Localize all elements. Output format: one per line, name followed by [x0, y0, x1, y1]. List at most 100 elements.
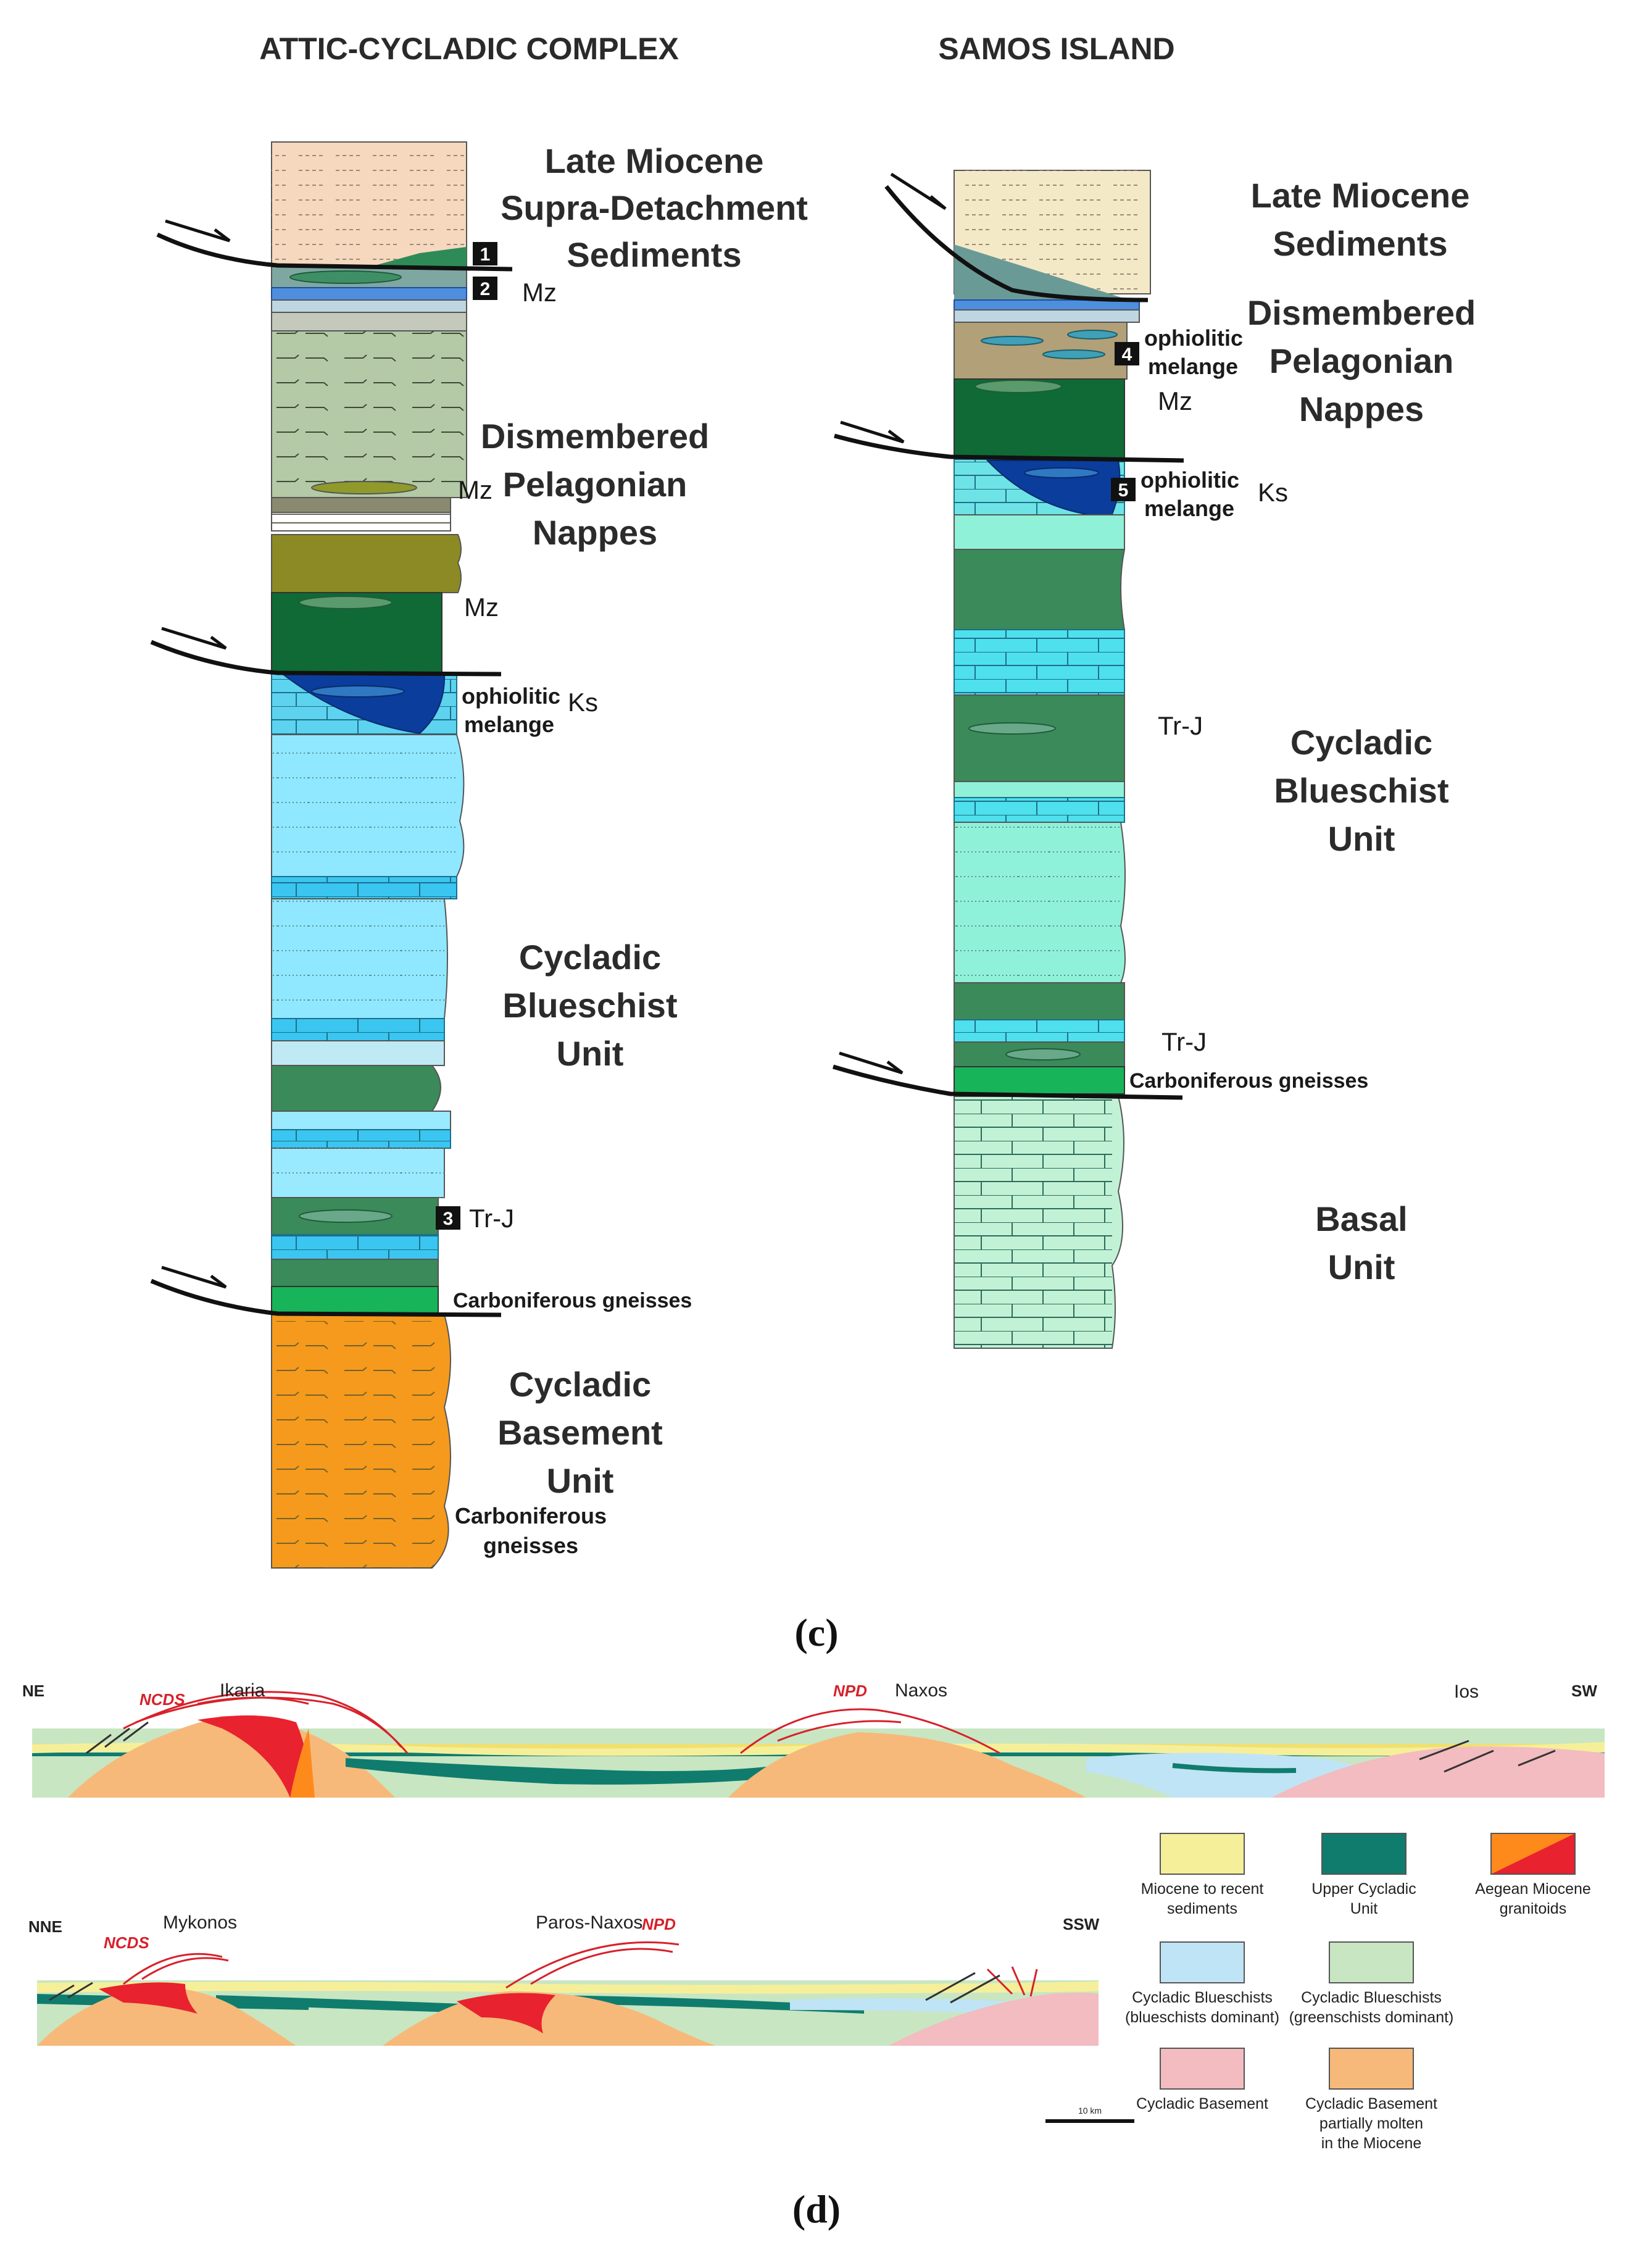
label-carboniferous-gneisses-left: Carboniferous gneisses — [453, 1289, 692, 1312]
layer-carboniferous-gneisses-right — [954, 1066, 1125, 1094]
svg-text:Unit: Unit — [1350, 1900, 1378, 1917]
label-mz-low: Mz — [464, 593, 499, 622]
section2-right-direction: SSW — [1063, 1915, 1100, 1933]
svg-text:Cycladic Blueschists: Cycladic Blueschists — [1132, 1989, 1273, 2006]
layer-carboniferous-gneisses-green — [271, 1286, 439, 1315]
unit-title-pelagonian-right: Dismembered Pelagonian Nappes — [1247, 293, 1476, 428]
right-fault-arrows — [839, 172, 947, 1075]
legend-item-upper-cycladic: Upper Cycladic Unit — [1311, 1833, 1416, 1917]
fault-ncds-2: NCDS — [104, 1933, 149, 1952]
svg-text:Pelagonian: Pelagonian — [503, 465, 688, 504]
svg-text:3: 3 — [443, 1209, 454, 1229]
svg-text:Late Miocene: Late Miocene — [1251, 176, 1470, 215]
section1-red-faults — [123, 1691, 1000, 1754]
svg-text:Basement: Basement — [497, 1413, 663, 1452]
fault-npd-1: NPD — [833, 1682, 867, 1700]
section2-left-direction: NNE — [28, 1917, 62, 1936]
label-ks-right: Ks — [1258, 478, 1288, 507]
legend: Miocene to recent sediments Upper Cyclad… — [1125, 1833, 1591, 2152]
svg-text:5: 5 — [1118, 480, 1129, 501]
section2-black-faults — [49, 1972, 1000, 2004]
section1-ios-basement — [1271, 1746, 1605, 1798]
svg-text:Unit: Unit — [1328, 819, 1395, 858]
layer-mz-blue-marble — [271, 287, 467, 301]
cross-section-2 — [37, 1980, 1099, 2046]
label-mz-top: Mz — [522, 278, 557, 307]
label-ophiolitic-left: ophiolitic — [462, 683, 560, 709]
unit-title-basement-left: Cycladic Basement Unit — [497, 1365, 663, 1500]
legend-item-cycladic-basement: Cycladic Basement — [1136, 2048, 1268, 2112]
panel-c-label: (c) — [794, 1611, 838, 1654]
section2-basement — [889, 1993, 1099, 2046]
unit-title-basal-right: Basal Unit — [1315, 1199, 1407, 1286]
label-ks-left: Ks — [568, 688, 598, 717]
section1-upper-cycladic — [346, 1758, 778, 1785]
label-mz-right: Mz — [1158, 386, 1192, 415]
badge-2: 2 — [473, 277, 497, 300]
svg-text:Dismembered: Dismembered — [481, 417, 709, 456]
badge-1: 1 — [473, 242, 497, 265]
unit-title-late-miocene-left: Late Miocene Supra-Detachment Sediments — [501, 141, 808, 274]
section1-ikaria-granitoid — [197, 1715, 315, 1798]
svg-text:Cycladic Blueschists: Cycladic Blueschists — [1301, 1989, 1442, 2006]
cross-section-1 — [32, 1715, 1605, 1798]
svg-text:Cycladic: Cycladic — [1290, 723, 1432, 762]
svg-text:1: 1 — [480, 244, 491, 265]
left-column-title: ATTIC-CYCLADIC COMPLEX — [259, 31, 679, 66]
label-trj-right-b: Tr-J — [1161, 1027, 1207, 1056]
layer-olive-mz — [271, 534, 462, 593]
badge-4: 4 — [1115, 342, 1139, 365]
svg-text:sediments: sediments — [1167, 1900, 1237, 1917]
place-naxos: Naxos — [895, 1680, 947, 1701]
svg-text:Sediments: Sediments — [567, 235, 741, 274]
right-fault-lines — [832, 185, 1184, 1100]
section2-red-faults — [123, 1941, 1038, 1997]
scale-bar: 10 km — [1045, 2106, 1134, 2123]
unit-title-pelagonian-left: Dismembered Pelagonian Nappes — [481, 417, 709, 552]
section2-sediments — [37, 1982, 1099, 1994]
svg-text:4: 4 — [1122, 344, 1132, 365]
section1-black-faults — [86, 1721, 1556, 1773]
badge-5: 5 — [1111, 478, 1136, 501]
svg-text:Sediments: Sediments — [1273, 224, 1447, 263]
svg-text:Unit: Unit — [557, 1034, 624, 1073]
svg-text:Cycladic Basement: Cycladic Basement — [1305, 2095, 1437, 2112]
legend-item-sediments: Miocene to recent sediments — [1141, 1833, 1263, 1917]
svg-text:Cycladic: Cycladic — [519, 938, 661, 977]
label-trj-right-a: Tr-J — [1158, 711, 1203, 740]
label-melange-right-b: melange — [1144, 496, 1234, 521]
label-mz-mid: Mz — [458, 475, 492, 504]
layer-green-schist-mid — [271, 1065, 441, 1112]
label-carboniferous-gneisses-right: Carboniferous gneisses — [1129, 1069, 1368, 1093]
legend-item-granitoids: Aegean Miocene granitoids — [1475, 1833, 1591, 1917]
place-ikaria: Ikaria — [220, 1680, 265, 1701]
svg-text:granitoids: granitoids — [1500, 1900, 1566, 1917]
left-fault-arrows — [161, 219, 231, 1289]
layer-green-sliver — [370, 247, 467, 267]
section1-right-direction: SW — [1571, 1682, 1597, 1700]
section1-left-direction: NE — [22, 1682, 44, 1700]
badge-3: 3 — [436, 1206, 460, 1230]
section2-paros-granitoid — [457, 1993, 555, 2033]
left-stratigraphic-column — [271, 141, 467, 1569]
svg-text:partially molten: partially molten — [1319, 2115, 1423, 2132]
svg-text:Unit: Unit — [1328, 1248, 1395, 1286]
unit-title-late-miocene-right: Late Miocene Sediments — [1251, 176, 1470, 263]
legend-item-blueschists-green: Cycladic Blueschists (greenschists domin… — [1289, 1941, 1454, 2026]
place-ios: Ios — [1454, 1682, 1479, 1702]
section1-naxos-dome — [728, 1732, 1086, 1798]
svg-text:Basal: Basal — [1315, 1199, 1407, 1238]
svg-text:Pelagonian: Pelagonian — [1269, 341, 1454, 380]
label-carboniferous-basement: Carboniferous — [455, 1503, 607, 1528]
label-ophiolitic-right-a: ophiolitic — [1144, 325, 1243, 351]
section1-ikaria-dome — [68, 1716, 395, 1798]
svg-text:2: 2 — [480, 279, 491, 299]
left-fault-lines — [150, 232, 513, 1317]
fault-npd-2: NPD — [642, 1915, 676, 1933]
fault-ncds-1: NCDS — [139, 1690, 185, 1709]
svg-text:Supra-Detachment: Supra-Detachment — [501, 188, 808, 227]
svg-text:(greenschists dominant): (greenschists dominant) — [1289, 2009, 1454, 2026]
unit-title-blueschist-left: Cycladic Blueschist Unit — [502, 938, 677, 1073]
panel-d-label: (d) — [792, 2187, 841, 2231]
